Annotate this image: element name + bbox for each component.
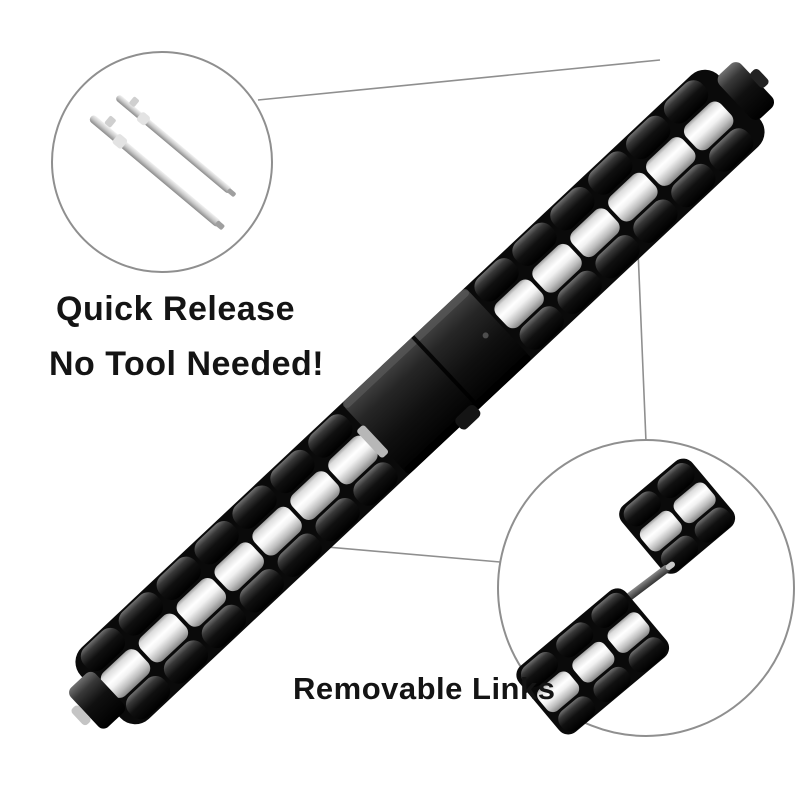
watch-band (69, 62, 775, 729)
callout-lines (257, 59, 661, 563)
spring-bar-pin-long (89, 115, 225, 230)
band-end-bottom-left (69, 671, 126, 729)
removable-links-label: Removable Links (293, 671, 556, 706)
no-tool-needed-label: No Tool Needed! (49, 345, 325, 383)
spring-bar-pin-short (116, 95, 236, 197)
quick-release-callout-circle (51, 51, 273, 273)
clasp-tab (455, 404, 481, 430)
clasp-entry-pin (357, 425, 389, 458)
callout-line-quick-release (257, 59, 661, 101)
quick-release-label: Quick Release (56, 290, 295, 328)
callout-line-removable-left (303, 544, 501, 563)
callout-line-removable-top (637, 249, 647, 443)
band-links (80, 80, 754, 720)
link-segment-two (619, 458, 736, 574)
band-clasp (342, 289, 531, 474)
link-segment-three (516, 588, 670, 735)
quick-release-callout (51, 51, 273, 273)
removable-links-callout (497, 439, 795, 737)
band-end-top-right (717, 62, 775, 120)
end-spring-bar (71, 705, 91, 726)
